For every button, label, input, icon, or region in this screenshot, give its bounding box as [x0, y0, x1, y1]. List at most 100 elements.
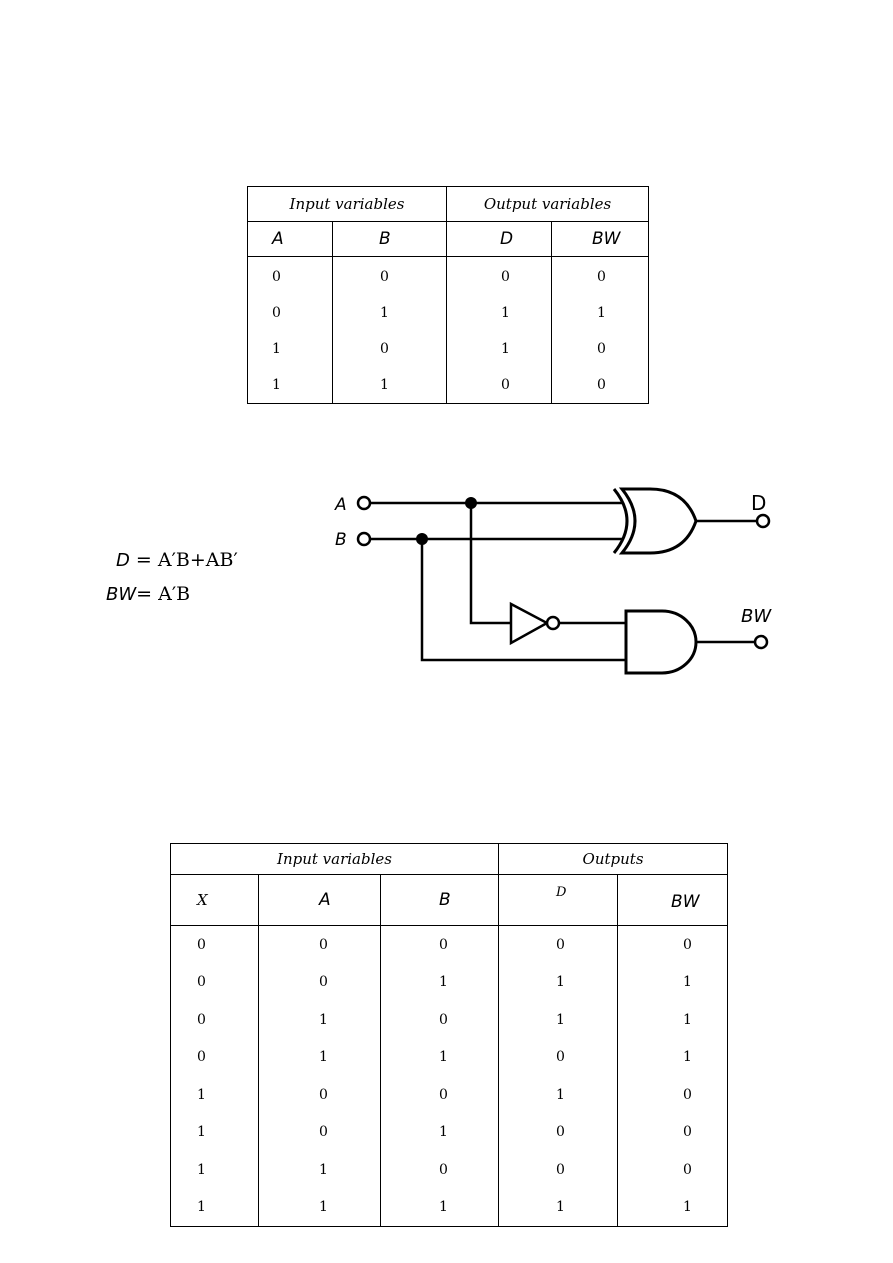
cell-x: 0: [170, 1038, 259, 1076]
equation-d: D = A′B+AB′: [116, 549, 238, 571]
column-header-x: X: [170, 874, 259, 926]
column-header-d: D: [498, 874, 619, 926]
cell-bw: 1: [617, 1038, 729, 1076]
cell-x: 1: [170, 1188, 259, 1227]
output-variables-header: Output variables: [446, 186, 650, 222]
cell-d: 1: [498, 1076, 619, 1114]
cell-d: 0: [498, 925, 619, 964]
column-header-d: D: [446, 221, 553, 257]
equation-d-expression: = A′B+AB′: [135, 549, 238, 571]
cell-b: 1: [331, 295, 448, 331]
cell-x: 0: [170, 925, 259, 964]
cell-bw: 0: [617, 1113, 729, 1151]
equation-bw-variable: BW: [106, 584, 137, 605]
cell-b: 0: [379, 925, 500, 964]
cell-b: 0: [379, 1001, 500, 1039]
cell-b: 1: [379, 1113, 500, 1151]
cell-d: 1: [446, 295, 553, 331]
cell-a: 1: [258, 1151, 381, 1189]
label-output-bw: BW: [741, 606, 772, 627]
cell-bw: 0: [617, 1076, 729, 1114]
label-input-a: A: [334, 495, 347, 515]
not-gate: [509, 601, 561, 646]
column-header-bw: BW: [551, 221, 650, 257]
input-variables-header: Input variables: [246, 186, 448, 222]
cell-d: 1: [498, 1001, 619, 1039]
cell-b: 0: [331, 256, 448, 295]
cell-a: 1: [258, 1001, 381, 1039]
cell-a: 1: [258, 1188, 381, 1227]
column-header-bw: BW: [617, 874, 729, 926]
wire-b-branch: [420, 539, 626, 662]
cell-x: 1: [170, 1113, 259, 1151]
cell-b: 0: [379, 1151, 500, 1189]
cell-b: 1: [331, 367, 448, 404]
cell-b: 1: [379, 1038, 500, 1076]
outputs-header: Outputs: [498, 843, 729, 875]
cell-bw: 1: [551, 295, 650, 331]
label-input-b: B: [335, 530, 347, 550]
label-output-d: D: [751, 491, 766, 515]
column-header-a: A: [258, 874, 381, 926]
cell-a: 0: [247, 295, 333, 331]
terminal-a: [356, 495, 372, 511]
cell-b: 1: [379, 963, 500, 1001]
junction-a: [465, 497, 477, 509]
cell-d: 0: [498, 1038, 619, 1076]
column-header-b: B: [379, 874, 500, 926]
cell-d: 0: [446, 367, 553, 404]
cell-d: 1: [446, 331, 553, 367]
terminal-d: [755, 513, 771, 529]
wire-a-branch: [469, 503, 511, 625]
cell-a: 0: [258, 925, 381, 964]
cell-d: 0: [498, 1151, 619, 1189]
junction-b: [416, 533, 428, 545]
cell-a: 0: [258, 1113, 381, 1151]
cell-bw: 1: [617, 1001, 729, 1039]
cell-d: 0: [498, 1113, 619, 1151]
cell-x: 1: [170, 1076, 259, 1114]
terminal-bw: [753, 634, 769, 650]
cell-bw: 0: [551, 256, 650, 295]
cell-a: 0: [258, 1076, 381, 1114]
cell-x: 0: [170, 1001, 259, 1039]
terminal-b: [356, 531, 372, 547]
xor-gate: [612, 487, 698, 555]
cell-d: 1: [498, 963, 619, 1001]
cell-a: 0: [258, 963, 381, 1001]
cell-x: 0: [170, 963, 259, 1001]
cell-d: 1: [498, 1188, 619, 1227]
cell-bw: 1: [617, 963, 729, 1001]
cell-b: 0: [379, 1076, 500, 1114]
and-gate: [624, 609, 698, 675]
equation-bw: BW= A′B: [106, 583, 190, 605]
cell-b: 0: [331, 331, 448, 367]
cell-bw: 0: [617, 925, 729, 964]
cell-x: 1: [170, 1151, 259, 1189]
cell-a: 1: [247, 367, 333, 404]
cell-a: 1: [258, 1038, 381, 1076]
cell-bw: 1: [617, 1188, 729, 1227]
cell-a: 0: [247, 256, 333, 295]
half-subtractor-truth-table: Input variables Output variables A B D B…: [246, 186, 650, 404]
equation-d-variable: D: [116, 550, 130, 571]
cell-bw: 0: [551, 331, 650, 367]
input-variables-header: Input variables: [169, 843, 500, 875]
column-header-b: B: [331, 221, 448, 257]
cell-bw: 0: [617, 1151, 729, 1189]
cell-b: 1: [379, 1188, 500, 1227]
